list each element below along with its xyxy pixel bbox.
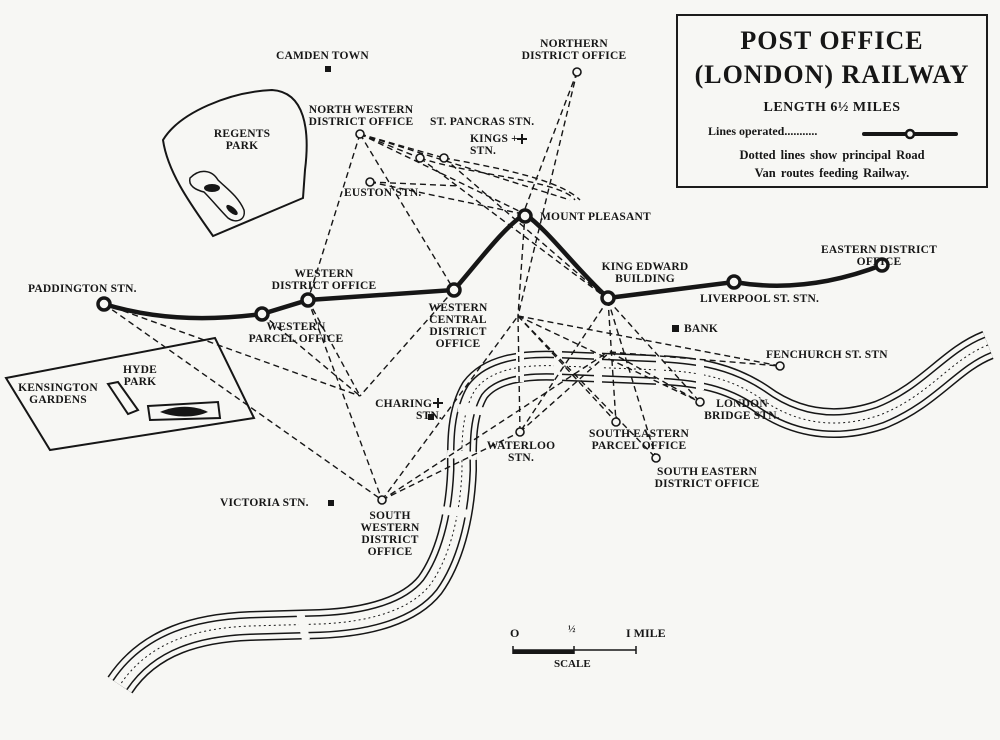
serpentine: [106, 380, 222, 422]
legend: POST OFFICE (LONDON) RAILWAY LENGTH 6½ M…: [676, 14, 988, 188]
legend-title-line2: (LONDON) RAILWAY: [694, 60, 970, 89]
legend-length: LENGTH 6½ MILES: [763, 100, 901, 115]
label-south-eastern-district-office: SOUTH EASTERN DISTRICT OFFICE: [654, 466, 760, 490]
hyde-park-outline: [4, 336, 256, 452]
label-mount-pleasant: MOUNT PLEASANT: [540, 211, 651, 223]
label-bank: BANK: [684, 323, 719, 335]
scale-label: SCALE: [554, 658, 591, 670]
square-markers: [325, 66, 679, 506]
label-euston: EUSTON STN.: [344, 187, 422, 199]
label-camden-town: CAMDEN TOWN: [276, 50, 369, 62]
label-london-bridge: LONDON BRIDGE STN.: [704, 398, 780, 422]
label-regents-park: REGENTS PARK: [213, 128, 271, 152]
regents-park-outline: [161, 88, 308, 238]
legend-title-line1: POST OFFICE: [740, 26, 924, 55]
label-king-edward-building: KING EDWARD BUILDING: [601, 261, 689, 285]
river-thames: [107, 331, 995, 694]
railway-stations: [96, 208, 890, 322]
label-fenchurch-st: FENCHURCH ST. STN: [766, 349, 888, 361]
label-waterloo: WATERLOO STN.: [486, 440, 556, 464]
legend-dotted-line2: Van routes feeding Railway.: [754, 166, 910, 180]
label-south-eastern-parcel-office: SOUTH EASTERN PARCEL OFFICE: [588, 428, 690, 452]
label-western-parcel-office: WESTERN PARCEL OFFICE: [248, 321, 344, 345]
regents-park-lake: [188, 170, 245, 222]
label-south-western-district-office: SOUTH WESTERN DISTRICT OFFICE: [360, 510, 420, 558]
label-eastern-district-office: EASTERN DISTRICT OFFICE: [821, 244, 937, 268]
label-western-central-district-office: WESTERN CENTRAL DISTRICT OFFICE: [428, 302, 488, 350]
scale-bar: O ½ I MILE SCALE: [508, 624, 678, 676]
label-paddington: PADDINGTON STN.: [28, 283, 137, 295]
label-northern-district-office: NORTHERN DISTRICT OFFICE: [521, 38, 627, 62]
label-hyde-park: HYDE PARK: [122, 364, 158, 388]
scale-one-mile: I MILE: [626, 626, 666, 640]
road-van-routes: [103, 71, 781, 501]
label-kings-cross: KINGS + STN.: [470, 133, 518, 157]
label-north-western-district-office: NORTH WESTERN DISTRICT OFFICE: [308, 104, 414, 128]
label-st-pancras: ST. PANCRAS STN.: [430, 116, 535, 128]
legend-dotted-line1: Dotted lines show principal Road: [739, 148, 925, 162]
scale-half: ½: [568, 624, 576, 635]
legend-lines-operated: Lines operated...........: [708, 124, 818, 138]
label-charing-cross: CHARING + STN.: [375, 398, 442, 422]
label-western-district-office: WESTERN DISTRICT OFFICE: [271, 268, 377, 292]
scale-zero: O: [510, 626, 520, 640]
label-kensington-gardens: KENSINGTON GARDENS: [18, 382, 98, 406]
road-points: [355, 67, 785, 505]
cross-markers: [433, 134, 527, 408]
legend-line-sample: [862, 128, 958, 140]
label-liverpool-st: LIVERPOOL ST. STN.: [700, 293, 820, 305]
label-victoria: VICTORIA STN.: [220, 497, 309, 509]
scale-bar-graphic: [512, 646, 637, 654]
